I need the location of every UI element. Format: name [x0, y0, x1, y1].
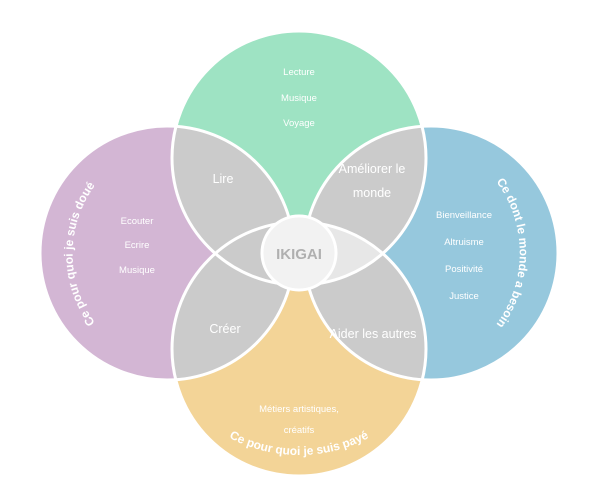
circle-right-item: Positivité [445, 264, 483, 275]
circle-top-item: Musique [281, 93, 317, 104]
circle-right-item: Altruisme [444, 237, 484, 248]
circle-right-item: Justice [449, 291, 479, 302]
circle-top-item: Lecture [283, 67, 315, 78]
circle-left-item: Musique [119, 265, 155, 276]
circle-top-item: Voyage [283, 118, 315, 129]
circle-left-item: Ecrire [125, 240, 150, 251]
center-label: IKIGAI [276, 246, 322, 263]
overlap-top-right [304, 126, 426, 285]
circle-top-title: Ce que j'aime [258, 7, 340, 26]
overlap-bottom-left-label: Créer [209, 322, 240, 336]
overlap-bottom-left [172, 222, 294, 380]
center-circle [260, 214, 338, 292]
overlap-top-right-label: Améliorer le [339, 162, 406, 176]
circle-bottom-item: créatifs [284, 425, 315, 436]
circle-left-item: Ecouter [121, 216, 154, 227]
overlap-top-left-label: Lire [213, 172, 234, 186]
overlap-top-right-label: monde [353, 186, 391, 200]
circle-right-item: Bienveillance [436, 210, 492, 221]
circle-bottom-item: Métiers artistiques, [259, 404, 339, 415]
overlap-bottom-right-label: Aider les autres [330, 327, 417, 341]
overlap-bottom-right [304, 222, 426, 380]
overlap-top-left [172, 126, 294, 285]
